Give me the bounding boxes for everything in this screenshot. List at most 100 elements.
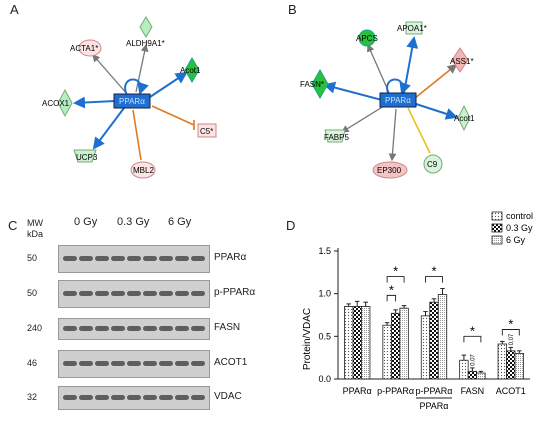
dose-label-2: 6 Gy xyxy=(168,216,192,228)
significance-star: * xyxy=(431,264,436,279)
legend-label: 6 Gy xyxy=(506,235,526,245)
blot-band xyxy=(111,395,125,400)
blot-band xyxy=(127,395,141,400)
blot-band xyxy=(95,361,109,366)
blot-band xyxy=(79,326,93,331)
node-c5 xyxy=(197,123,217,138)
blot-protein-label-4: VDAC xyxy=(214,391,242,402)
blot-band xyxy=(143,256,157,261)
legend-swatch xyxy=(491,223,503,233)
blot-band xyxy=(175,361,189,366)
bar xyxy=(420,315,431,380)
blot-band xyxy=(79,361,93,366)
bar xyxy=(459,359,469,380)
node-mbl2 xyxy=(130,161,156,179)
panel-letter-a: A xyxy=(10,2,19,17)
node-fasn xyxy=(311,68,329,100)
panel-letter-c: C xyxy=(8,218,18,233)
node-apcs-label: APCS xyxy=(356,34,378,43)
y-tick-label: 0.5 xyxy=(318,331,331,341)
node-acox1 xyxy=(57,88,73,118)
blot-protein-label-0: PPARα xyxy=(214,252,247,263)
significance-bracket xyxy=(463,335,482,343)
blot-strip-4 xyxy=(58,386,210,410)
blot-band xyxy=(63,326,77,331)
blot-band xyxy=(95,291,109,296)
bar xyxy=(476,372,486,380)
blot-band xyxy=(143,361,157,366)
y-axis-label: Protein/VDAC xyxy=(302,308,313,370)
blot-band xyxy=(175,291,189,296)
blot-band xyxy=(159,361,173,366)
x-tick-label: FASN xyxy=(461,386,485,396)
bar xyxy=(514,352,524,380)
x-tick-label: p-PPARα xyxy=(415,386,452,396)
x-tick-label: PPARα xyxy=(343,386,372,396)
blot-mw-0: 50 xyxy=(27,253,38,263)
dose-label-1: 0.3 Gy xyxy=(117,216,150,228)
blot-band xyxy=(111,291,125,296)
legend-label: 0.3 Gy xyxy=(506,223,533,233)
blot-band xyxy=(159,326,173,331)
significance-star: * xyxy=(389,282,394,297)
blot-band xyxy=(63,395,77,400)
blot-band xyxy=(175,256,189,261)
bar xyxy=(506,350,516,380)
node-acta1 xyxy=(78,39,102,57)
node-aldh9a1 xyxy=(139,16,153,38)
p-value-label: 0.07 xyxy=(470,354,476,366)
legend-swatch xyxy=(491,211,503,221)
node-apcs xyxy=(358,29,376,47)
significance-bracket xyxy=(501,329,520,336)
p-value-label: 0.07 xyxy=(509,333,515,345)
significance-bracket xyxy=(425,276,443,283)
blot-band xyxy=(127,326,141,331)
network-b: APCS APOA1* ASS1* FASN* Acot1 FABP5 EP30… xyxy=(300,21,475,179)
blot-band xyxy=(191,256,205,261)
blot-band xyxy=(143,291,157,296)
node-apoa1 xyxy=(405,21,423,35)
blot-mw-4: 32 xyxy=(27,392,38,402)
blot-band xyxy=(191,395,205,400)
blot-band xyxy=(63,361,77,366)
panel-letter-d: D xyxy=(286,218,296,233)
hub-ppara-a xyxy=(113,93,151,109)
node-fasn-label: FASN* xyxy=(300,80,324,89)
mw-kda: kDa xyxy=(27,229,44,239)
bar xyxy=(344,306,354,380)
node-acot1-b-label: Acot1 xyxy=(454,114,475,123)
legend-swatch xyxy=(491,235,503,245)
blot-band xyxy=(79,256,93,261)
node-fabp5 xyxy=(324,129,346,143)
blot-band xyxy=(191,326,205,331)
blot-band xyxy=(95,395,109,400)
significance-star: * xyxy=(393,264,398,279)
blot-band xyxy=(191,291,205,296)
node-acta1-label: ACTA1* xyxy=(70,44,98,53)
node-c5-label: C5* xyxy=(200,127,213,136)
mw-header: MW xyxy=(27,218,43,228)
blot-band xyxy=(111,256,125,261)
blot-strip-1 xyxy=(58,280,210,308)
blot-band xyxy=(143,326,157,331)
blot-strip-3 xyxy=(58,350,210,378)
node-ass1 xyxy=(451,47,469,73)
node-ass1-label: ASS1* xyxy=(450,57,474,66)
blot-band xyxy=(111,361,125,366)
node-ucp3-label: UCP3 xyxy=(76,153,98,162)
dose-label-0: 0 Gy xyxy=(74,216,98,228)
blot-band xyxy=(111,326,125,331)
node-acox1-label: ACOX1 xyxy=(42,99,70,108)
blot-band xyxy=(63,256,77,261)
blot-band xyxy=(79,291,93,296)
node-c9 xyxy=(423,154,443,174)
y-tick-label: 1.5 xyxy=(318,246,331,256)
node-aldh9a1-label: ALDH9A1* xyxy=(126,39,165,48)
node-c9-label: C9 xyxy=(427,160,438,169)
legend-label: control xyxy=(506,211,533,221)
blot-band xyxy=(95,256,109,261)
x-tick-label: p-PPARα xyxy=(377,386,414,396)
blot-band xyxy=(175,395,189,400)
panel-letter-b: B xyxy=(288,2,297,17)
bar xyxy=(352,306,362,380)
